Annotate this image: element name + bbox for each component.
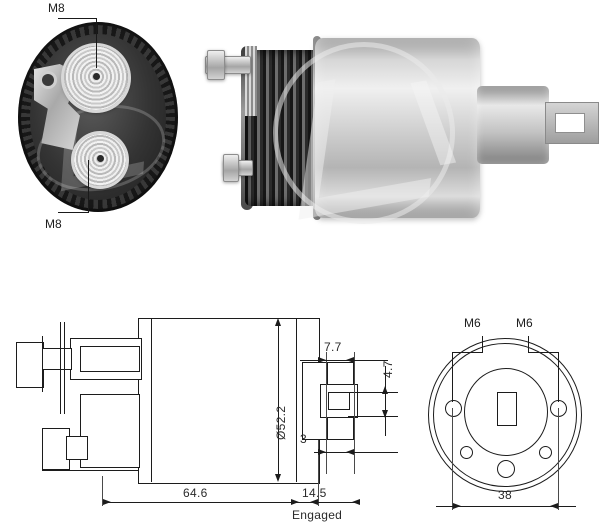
upper-stud (42, 348, 72, 370)
label-m6-right: M6 (516, 316, 533, 330)
plunger-shaft (477, 86, 549, 164)
dim-line-3 (314, 452, 398, 454)
dim-label-body-length: 64.6 (183, 486, 208, 500)
label-m6-left: M6 (464, 316, 481, 330)
leader-line-m6-right-horizontal (528, 352, 558, 353)
dim-arrow-3-right (346, 448, 354, 455)
solenoid-housing (315, 38, 480, 218)
leader-line-m6-right-vertical (558, 352, 559, 402)
leader-line-m8-bottom-vertical (88, 160, 89, 212)
upper-terminal-inner (80, 346, 140, 372)
product-photo-view (205, 27, 599, 239)
lower-bracket-base (42, 470, 138, 472)
dim-arrow-77-right (346, 356, 354, 363)
center-bottom-hole (497, 460, 515, 478)
body-outline (138, 318, 320, 484)
terminal-hole-top (92, 73, 100, 81)
leader-line-m8-top-vertical (96, 18, 97, 68)
dim-label-38: 38 (498, 488, 512, 502)
dim-arrow-diameter-top (274, 318, 281, 326)
ext-line-38-left (452, 408, 454, 510)
strap-eyelet (42, 74, 54, 86)
dim-arrow-38-right (550, 502, 558, 509)
note-engaged: Engaged (292, 508, 343, 522)
end-cap-view (18, 22, 178, 212)
body-inner-edge-left (151, 318, 153, 482)
dim-line-body-length (102, 502, 318, 504)
ext-line-body-left (102, 476, 104, 506)
terminal-plate-edge (60, 322, 62, 414)
small-hole-left (460, 446, 473, 459)
leader-line-m6-left-riser (482, 336, 483, 353)
dim-arrow-47-top (381, 386, 388, 394)
dim-label-3: 3 (300, 432, 307, 446)
leader-line-m8-top-horizontal (58, 18, 96, 19)
m6-stud-left (445, 400, 462, 417)
leader-line-m6-right-riser (528, 336, 529, 353)
lower-terminal-block (80, 394, 140, 468)
ext-line-38-right (558, 408, 560, 510)
dim-label-47: 4.7 (381, 360, 395, 378)
dim-line-77 (300, 360, 388, 362)
label-m8-top: M8 (48, 1, 65, 15)
plunger-fork-end (545, 102, 599, 144)
dim-label-77: 7.7 (324, 340, 342, 354)
terminal-nut-upper (207, 50, 225, 80)
dim-line-145 (290, 502, 360, 504)
plunger-detail-drawing: 7.7 4.7 3 14.5 Engaged (290, 300, 422, 530)
dim-line-diameter (278, 322, 280, 478)
upper-hex-nut (16, 342, 44, 388)
detail-fork-slot (328, 392, 350, 410)
dim-arrow-38-left (453, 502, 461, 509)
terminal-post-bottom (74, 134, 126, 186)
dim-arrow-77-left (318, 356, 326, 363)
label-m8-bottom: M8 (45, 217, 62, 231)
end-cap-housing (18, 22, 178, 212)
small-hole-right (539, 446, 552, 459)
ext-line-body-right (318, 440, 320, 506)
dim-arrow-body-right (310, 498, 318, 505)
dim-arrow-145-right (352, 498, 360, 505)
dim-arrow-3-left (318, 448, 326, 455)
ext-line-detail-b (354, 352, 356, 474)
terminal-plate-edge-2 (64, 322, 66, 414)
solenoid-coil-section (245, 50, 321, 206)
dim-label-145: 14.5 (302, 486, 327, 500)
terminal-hole-bottom (96, 155, 104, 163)
dim-arrow-diameter-bottom (274, 474, 281, 482)
body-inner-edge-right (296, 318, 298, 482)
center-rectangular-slot (497, 392, 517, 426)
dim-arrow-145-left (291, 498, 299, 505)
dim-line-38 (436, 506, 576, 508)
lower-hex-nut (42, 428, 70, 470)
detail-slot-top-line (348, 392, 398, 394)
leader-line-m8-bottom-horizontal (58, 212, 89, 213)
dim-arrow-47-bottom (381, 410, 388, 418)
leader-line-m6-left-vertical (452, 352, 453, 402)
flange-end-view: M6 M6 38 (418, 296, 596, 530)
leader-line-m6-left-horizontal (452, 352, 482, 353)
lower-stud (66, 436, 88, 460)
dim-line-47 (385, 366, 387, 436)
dim-arrow-body-left (103, 498, 111, 505)
terminal-nut-lower (223, 154, 239, 182)
detail-slot-bottom-line (348, 416, 398, 418)
side-section-drawing: Ø52.2 64.6 (8, 300, 368, 530)
dim-label-diameter: Ø52.2 (274, 405, 288, 440)
ext-line-detail-a (326, 352, 328, 474)
